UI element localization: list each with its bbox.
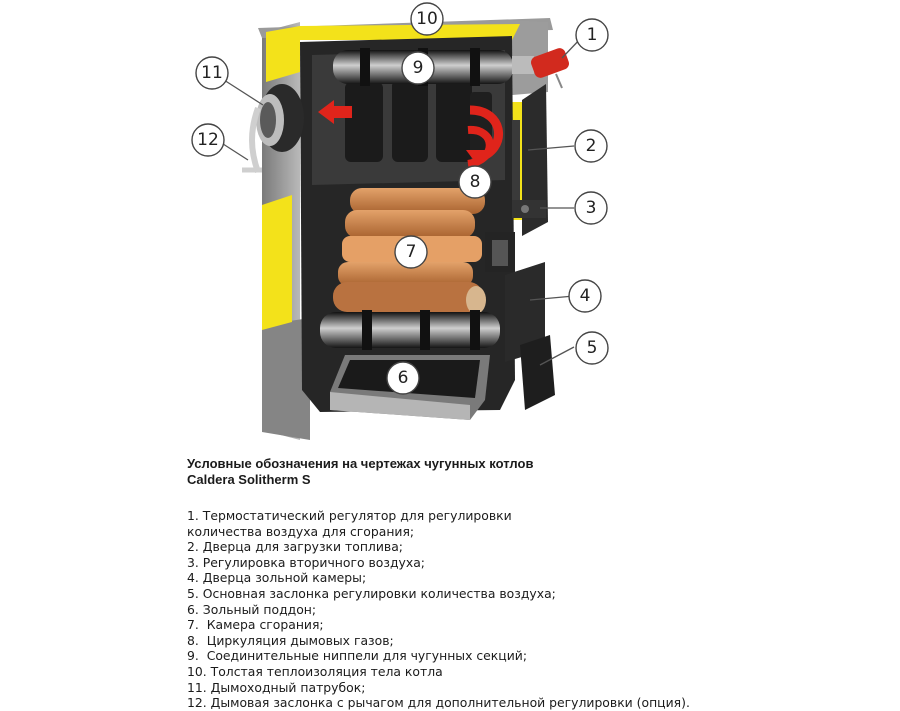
svg-text:4: 4 bbox=[580, 286, 591, 306]
flue-gas-flow-arrows bbox=[318, 100, 504, 168]
legend-item: 8. Циркуляция дымовых газов; bbox=[187, 632, 394, 648]
callout-8: 8 bbox=[458, 165, 492, 199]
thermostatic-regulator bbox=[512, 48, 569, 89]
callout-6: 6 bbox=[386, 361, 420, 395]
legend-item: количества воздуха для сгорания; bbox=[187, 523, 415, 539]
svg-text:7: 7 bbox=[406, 242, 417, 262]
callout-7: 7 bbox=[394, 235, 428, 269]
callout-4: 4 bbox=[568, 279, 602, 313]
svg-text:5: 5 bbox=[587, 338, 598, 358]
legend-list: 1. Термостатический регулятор для регули… bbox=[187, 508, 747, 711]
secondary-air-regulator bbox=[512, 200, 546, 218]
legend-item: 3. Регулировка вторичного воздуха; bbox=[187, 554, 425, 570]
loading-door bbox=[512, 84, 548, 236]
cast-iron-nipples-bottom bbox=[320, 310, 500, 350]
main-air-damper bbox=[520, 335, 555, 410]
svg-text:1: 1 bbox=[587, 25, 598, 45]
legend-item: 10. Толстая теплоизоляция тела котла bbox=[187, 663, 443, 679]
callout-10: 10 bbox=[410, 2, 444, 36]
callout-5: 5 bbox=[575, 331, 609, 365]
legend-item: 4. Дверца зольной камеры; bbox=[187, 570, 367, 586]
chimney-flue bbox=[256, 84, 304, 152]
caption-title: Условные обозначения на чертежах чугунны… bbox=[187, 456, 747, 488]
legend-item: 5. Основная заслонка регулировки количес… bbox=[187, 585, 556, 601]
legend-caption: Условные обозначения на чертежах чугунны… bbox=[187, 456, 747, 711]
legend-item: 6. Зольный поддон; bbox=[187, 601, 317, 617]
svg-text:2: 2 bbox=[586, 136, 597, 156]
callout-9: 9 bbox=[401, 51, 435, 85]
svg-text:9: 9 bbox=[413, 58, 424, 78]
svg-text:6: 6 bbox=[398, 368, 409, 388]
callout-3: 3 bbox=[574, 191, 608, 225]
legend-item: 11. Дымоходный патрубок; bbox=[187, 679, 366, 695]
callout-1: 1 bbox=[575, 18, 609, 52]
svg-text:12: 12 bbox=[197, 130, 219, 150]
legend-item: 1. Термостатический регулятор для регули… bbox=[187, 508, 512, 523]
firewood-combustion-chamber bbox=[333, 188, 486, 314]
callout-11: 11 bbox=[195, 56, 229, 90]
svg-text:11: 11 bbox=[201, 63, 223, 83]
svg-text:10: 10 bbox=[416, 9, 438, 29]
caption-title-line2: Caldera Solitherm S bbox=[187, 472, 311, 487]
callout-markers: 1 2 3 4 5 6 7 8 bbox=[191, 2, 609, 395]
legend-item: 9. Соединительные ниппели для чугунных с… bbox=[187, 648, 527, 664]
caption-title-line1: Условные обозначения на чертежах чугунны… bbox=[187, 456, 534, 471]
svg-text:8: 8 bbox=[470, 172, 481, 192]
legend-item: 7. Камера сгорания; bbox=[187, 617, 324, 633]
boiler-cutaway-illustration: 1 2 3 4 5 6 7 8 bbox=[191, 2, 609, 440]
legend-item: 2. Дверца для загрузки топлива; bbox=[187, 539, 403, 555]
svg-text:3: 3 bbox=[586, 198, 597, 218]
callout-12: 12 bbox=[191, 123, 225, 157]
flue-damper-lever bbox=[242, 106, 262, 174]
callout-2: 2 bbox=[574, 129, 608, 163]
ash-door bbox=[485, 232, 545, 362]
legend-item: 12. Дымовая заслонка с рычагом для допол… bbox=[187, 695, 690, 711]
